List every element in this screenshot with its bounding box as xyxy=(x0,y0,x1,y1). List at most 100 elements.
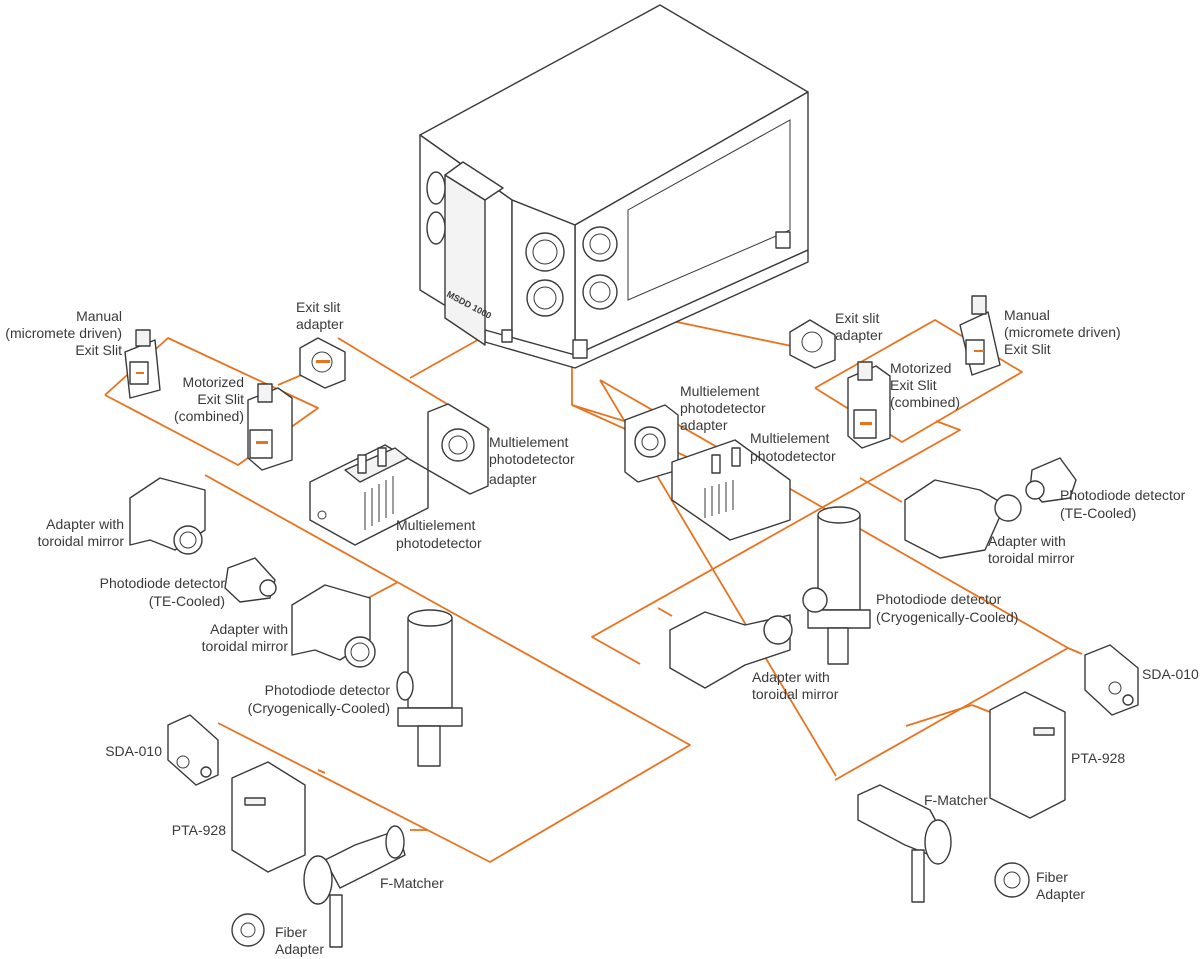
right-toroidal-adapter-2 xyxy=(669,611,793,689)
left-cryo-detector xyxy=(396,609,463,767)
right-sda xyxy=(1084,644,1139,716)
label-left-fiber-adapter: Fiber Adapter xyxy=(275,924,324,957)
svg-text:Multielement: Multielement xyxy=(489,434,568,450)
svg-text:Adapter with: Adapter with xyxy=(210,621,288,637)
label-left-motorized-exit-slit: Motorized Exit Slit (combined) xyxy=(174,374,244,424)
svg-text:Adapter: Adapter xyxy=(275,941,324,957)
right-pta xyxy=(989,691,1066,819)
svg-text:Exit slit: Exit slit xyxy=(835,310,879,326)
label-left-toroidal-adapter-1: Adapter with toroidal mirror xyxy=(38,516,125,549)
svg-text:Exit Slit: Exit Slit xyxy=(1004,341,1051,357)
label-right-cryo-detector: Photodiode detector (Cryogenically-Coole… xyxy=(876,591,1018,625)
svg-text:Photodiode detector: Photodiode detector xyxy=(876,591,1002,607)
svg-text:Fiber: Fiber xyxy=(275,924,307,940)
svg-text:adapter: adapter xyxy=(835,327,883,343)
label-left-te-detector: Photodiode detector (TE-Cooled) xyxy=(100,575,226,609)
label-left-fmatcher: F-Matcher xyxy=(380,875,444,891)
left-fmatcher xyxy=(303,825,406,948)
label-left-pta: PTA-928 xyxy=(172,822,226,838)
svg-text:Adapter: Adapter xyxy=(1036,886,1085,902)
right-toroidal-adapter-1 xyxy=(904,479,1022,559)
svg-text:toroidal mirror: toroidal mirror xyxy=(752,686,839,702)
svg-text:Exit Slit: Exit Slit xyxy=(75,342,122,358)
svg-text:(TE-Cooled): (TE-Cooled) xyxy=(1060,505,1136,521)
svg-text:Exit slit: Exit slit xyxy=(296,299,340,315)
svg-text:(micromete driven): (micromete driven) xyxy=(5,325,122,341)
svg-text:Fiber: Fiber xyxy=(1036,869,1068,885)
left-fiber-adapter xyxy=(231,913,265,947)
svg-text:Multielement: Multielement xyxy=(750,430,829,446)
label-right-motorized-exit-slit: Motorized Exit Slit (combined) xyxy=(890,360,960,410)
label-left-cryo-detector: Photodiode detector (Cryogenically-Coole… xyxy=(248,682,391,716)
label-right-sda: SDA-010 xyxy=(1142,666,1199,682)
svg-text:Adapter with: Adapter with xyxy=(46,516,124,532)
right-exit-slit-adapter xyxy=(789,319,836,369)
left-multielement-adapter xyxy=(427,403,489,495)
svg-text:(TE-Cooled): (TE-Cooled) xyxy=(149,593,225,609)
label-right-multielement-detector: Multielement photodetector xyxy=(750,430,836,464)
svg-text:adapter: adapter xyxy=(680,417,728,433)
left-manual-exit-slit xyxy=(124,329,161,399)
right-fiber-adapter xyxy=(994,862,1030,898)
svg-text:Adapter with: Adapter with xyxy=(752,669,830,685)
svg-text:photodetector: photodetector xyxy=(489,451,575,467)
right-fmatcher xyxy=(857,784,952,903)
left-motorized-exit-slit xyxy=(247,383,293,471)
right-multielement-fins xyxy=(704,480,734,518)
label-right-multielement-adapter: Multielement photodetector adapter xyxy=(680,383,766,433)
svg-text:Multielement: Multielement xyxy=(680,383,759,399)
svg-text:(Cryogenically-Cooled): (Cryogenically-Cooled) xyxy=(876,609,1018,625)
svg-text:photodetector: photodetector xyxy=(750,448,836,464)
monochromator-feet xyxy=(501,231,791,359)
svg-text:(combined): (combined) xyxy=(174,408,244,424)
left-toroidal-adapter-1 xyxy=(129,477,206,555)
svg-text:adapter: adapter xyxy=(489,471,537,487)
svg-text:Photodiode detector: Photodiode detector xyxy=(265,682,391,698)
svg-text:Photodiode detector: Photodiode detector xyxy=(1060,487,1186,503)
left-exit-slit-adapter xyxy=(299,337,346,389)
label-right-exit-slit-adapter: Exit slit adapter xyxy=(835,310,883,343)
svg-text:Photodiode detector: Photodiode detector xyxy=(100,575,226,591)
left-pta xyxy=(231,761,306,873)
left-te-detector xyxy=(224,557,277,603)
monochromator-body: MSDD 1000 xyxy=(419,4,809,369)
label-left-manual-exit-slit: Manual (micromete driven) Exit Slit xyxy=(5,308,122,358)
label-left-multielement-detector: Multielement photodetector xyxy=(396,517,482,551)
left-toroidal-adapter-2 xyxy=(291,584,376,668)
svg-text:Adapter with: Adapter with xyxy=(988,533,1066,549)
svg-text:photodetector: photodetector xyxy=(680,400,766,416)
left-multielement-detector xyxy=(309,444,429,546)
label-right-pta: PTA-928 xyxy=(1071,750,1125,766)
label-right-fmatcher: F-Matcher xyxy=(924,792,988,808)
label-right-toroidal-adapter-2: Adapter with toroidal mirror xyxy=(752,669,839,702)
label-left-multielement-adapter: Multielement photodetector adapter xyxy=(489,434,575,487)
svg-text:toroidal mirror: toroidal mirror xyxy=(988,550,1075,566)
right-motorized-exit-slit xyxy=(847,361,891,449)
left-multielement-fins xyxy=(364,476,394,530)
svg-text:(Cryogenically-Cooled): (Cryogenically-Cooled) xyxy=(248,700,390,716)
svg-text:adapter: adapter xyxy=(296,316,344,332)
monochromator-ports xyxy=(426,171,618,317)
svg-text:Manual: Manual xyxy=(76,308,122,324)
label-right-fiber-adapter: Fiber Adapter xyxy=(1036,869,1085,902)
svg-text:Multielement: Multielement xyxy=(396,517,475,533)
label-right-manual-exit-slit: Manual (micromete driven) Exit Slit xyxy=(1004,307,1121,357)
svg-text:toroidal mirror: toroidal mirror xyxy=(38,533,125,549)
svg-text:Manual: Manual xyxy=(1004,307,1050,323)
svg-text:photodetector: photodetector xyxy=(396,535,482,551)
label-right-toroidal-adapter-1: Adapter with toroidal mirror xyxy=(988,533,1075,566)
svg-text:(micromete driven): (micromete driven) xyxy=(1004,324,1121,340)
svg-text:Motorized: Motorized xyxy=(183,374,244,390)
right-multielement-detector xyxy=(671,439,791,541)
right-cryo-detector xyxy=(802,506,871,665)
right-te-detector xyxy=(1025,457,1077,503)
label-left-exit-slit-adapter: Exit slit adapter xyxy=(296,299,344,332)
label-left-toroidal-adapter-2: Adapter with toroidal mirror xyxy=(202,621,289,654)
right-manual-exit-slit xyxy=(959,295,1001,376)
right-multielement-adapter xyxy=(624,404,679,483)
label-right-te-detector: Photodiode detector (TE-Cooled) xyxy=(1060,487,1186,521)
svg-text:toroidal mirror: toroidal mirror xyxy=(202,638,289,654)
svg-text:Exit Slit: Exit Slit xyxy=(197,391,244,407)
left-sda xyxy=(167,714,219,786)
